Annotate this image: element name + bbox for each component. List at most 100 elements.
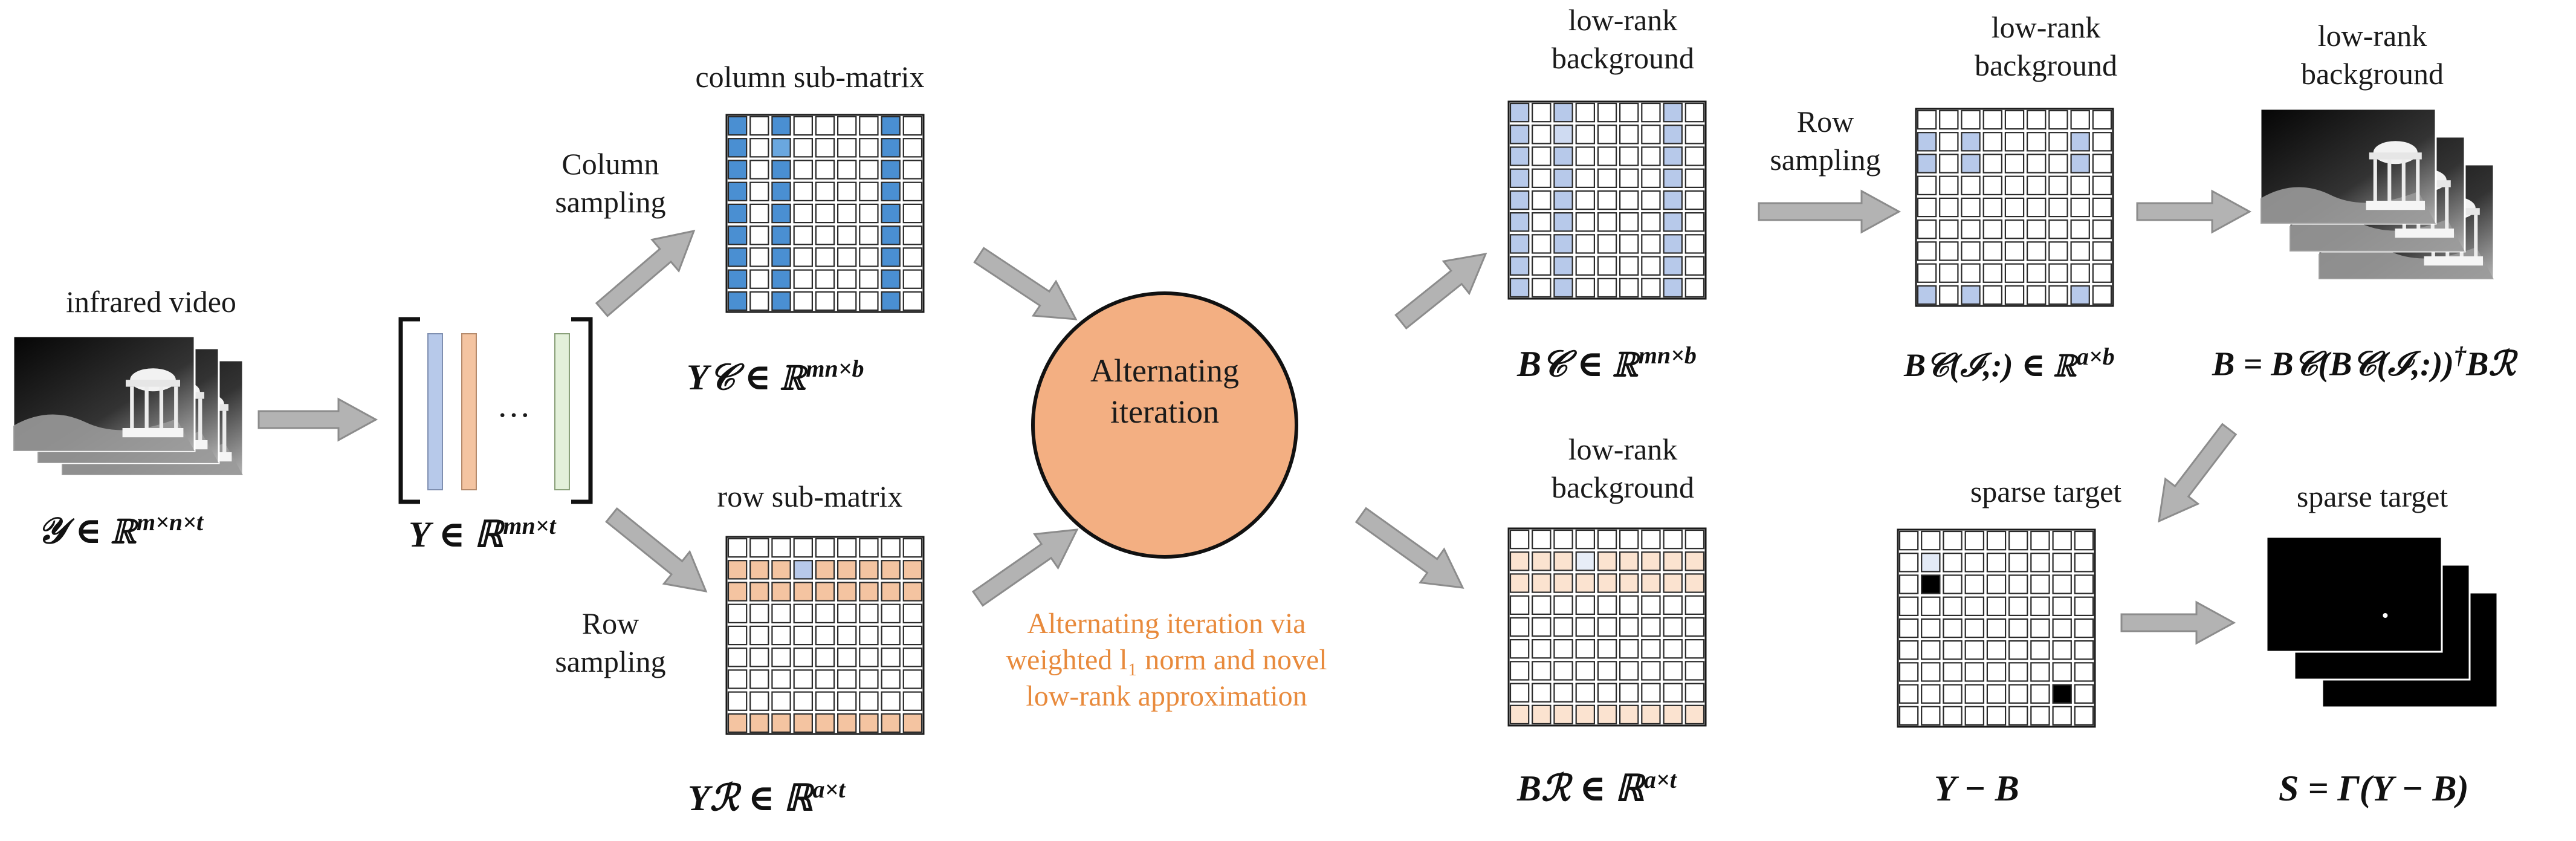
matrix-cell [771,603,791,624]
matrix-cell [881,603,901,624]
label-lowrank-bc: low-rank background [1551,3,1695,75]
video-frames [12,108,2499,709]
matrix-cell [859,603,879,624]
matrix-cell [1986,640,2007,660]
matrix-cell [1961,154,1981,174]
matrix-cell [793,138,813,158]
matrix-cell [2092,241,2112,261]
matrix-cell [1663,617,1683,637]
matrix-cell [2092,219,2112,239]
matrix-cell [881,291,901,311]
matrix-cell [793,247,813,267]
matrix-cell [1943,596,1963,617]
matrix-cell [1986,596,2007,617]
matrix-cell [2070,175,2090,196]
matrix-cell [1663,102,1683,123]
matrix-cell [902,603,923,624]
matrix-cell [1964,640,1984,660]
arrow-bc-to-bci [1758,189,1901,234]
matrix-cell [837,247,857,267]
matrix-cell [1898,640,1919,660]
matrix-cell [815,203,835,224]
matrix-cell [1575,573,1595,593]
matrix-cell [1575,617,1595,637]
matrix-cell [2092,285,2112,305]
matrix-cell [2092,109,2112,130]
matrix-cell [1982,263,2002,283]
matrix-cell [1986,684,2007,704]
matrix-cell [2008,530,2028,551]
matrix-cell [1663,573,1683,593]
matrix-cell [749,291,769,311]
matrix-cell [771,691,791,711]
matrix-cell [771,582,791,602]
matrix-cell [902,226,923,245]
matrix-cell [1553,168,1573,189]
matrix-cell [1619,190,1639,210]
matrix-cell [749,226,769,245]
matrix-cell [749,203,769,224]
matrix-cell [727,115,748,136]
label-row-sampling-left: Row sampling [555,606,666,678]
matrix-cell [837,691,857,711]
matrix-cell [815,226,835,245]
matrix-cell [1597,190,1617,210]
matrix-cell [793,226,813,245]
matrix-cell [2004,263,2025,283]
matrix-cell [902,625,923,646]
matrix-cell [771,291,791,311]
matrix-cell [2030,574,2050,594]
matrix-cell [771,647,791,667]
matrix-cell [1509,638,1530,659]
matrix-cell [771,713,791,733]
matrix-cell [1964,618,1984,638]
matrix-cell [1619,573,1639,593]
matrix-cell [1943,574,1963,594]
matrix-cell [1509,278,1530,298]
matrix-cell [1575,278,1595,298]
matrix-cell [1898,684,1919,704]
matrix-cell [837,647,857,667]
matrix-cell [1684,617,1705,637]
matrix-cell [902,713,923,733]
matrix-cell [2092,175,2112,196]
matrix-cell [1939,109,1959,130]
matrix-cell [793,269,813,289]
matrix-cell [727,625,748,646]
matrix-cell [1597,551,1617,571]
matrix-cell [2070,109,2090,130]
matrix-cell [1532,190,1552,210]
matrix-cell [1509,617,1530,637]
matrix-cell [1917,175,1937,196]
matrix-cell [727,269,748,289]
matrix-cell [2048,175,2068,196]
matrix-cell [771,269,791,289]
matrix-cell [1943,662,1963,682]
matrix-cell [815,582,835,602]
matrix-cell [1663,661,1683,681]
video-frames-input [12,335,244,476]
matrix-cell [1917,132,1937,152]
matrix-cell [2004,154,2025,174]
matrix-cell [1553,683,1573,703]
matrix-cell [881,669,901,689]
matrix-cell [815,247,835,267]
matrix-cell [837,537,857,558]
math-matrix-Y: Y ∈ ℝmn×t [409,512,556,554]
matrix-cell [1619,278,1639,298]
flow-arrows [257,189,2252,645]
matrix-cell [2004,285,2025,305]
matrix-cell [771,203,791,224]
arrow-iteration-to-bc [1394,253,1487,330]
matrix-cell [837,560,857,580]
matrix-cell [749,181,769,202]
matrix-cell [2074,596,2094,617]
matrix-cell [1641,168,1661,189]
matrix-cell [1597,704,1617,725]
matrix-cell [771,160,791,180]
matrix-cell [837,115,857,136]
matrix-cell [902,691,923,711]
matrix-cell [1532,551,1552,571]
matrix-cell [2027,263,2047,283]
matrix-cell [1575,234,1595,254]
